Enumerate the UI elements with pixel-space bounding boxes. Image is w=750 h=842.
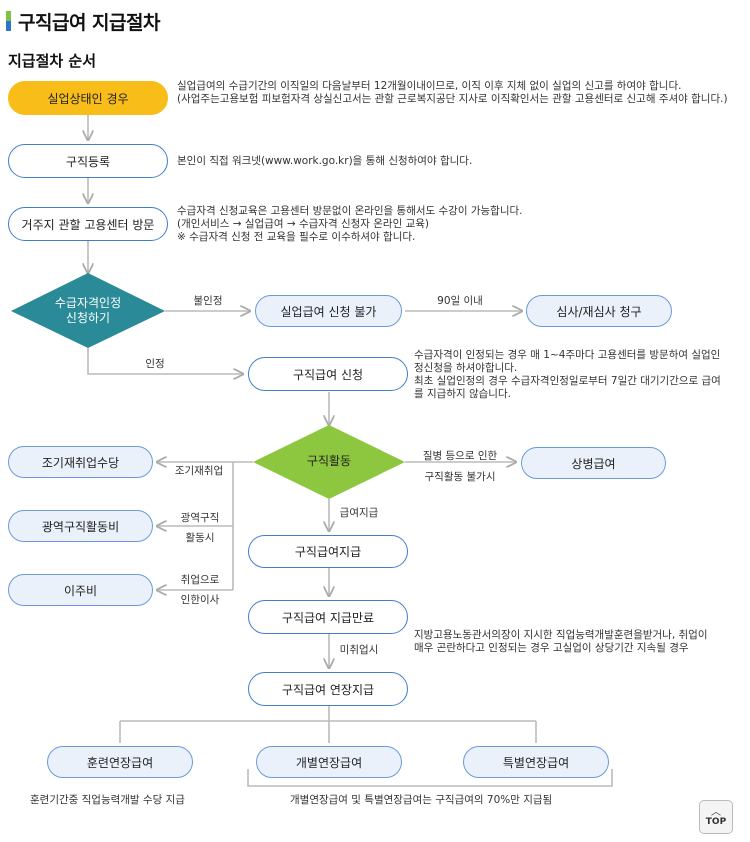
node-not-eligible[interactable]: 실업급여 신청 불가: [255, 295, 402, 327]
edge-label-relocation: 취업으로 인한이사: [180, 574, 220, 606]
edge-label-not-approved: 불인정: [193, 295, 223, 307]
edge-label-sickness: 질병 등으로 인한 구직활동 불가시: [422, 450, 498, 483]
edge-label-wide-area: 광역구직 활동시: [180, 512, 220, 544]
node-individual-ext[interactable]: 개별연장급여: [256, 746, 402, 778]
edge-label-approved: 인정: [145, 358, 165, 370]
page-title: 구직급여 지급절차: [18, 11, 160, 34]
node-payment-end[interactable]: 구직급여 지급만료: [248, 600, 408, 634]
edge-label-unemployed: 미취업시: [339, 644, 379, 656]
node-payment[interactable]: 구직급여지급: [248, 535, 408, 568]
desc-individual-special: 개별연장급여 및 특별연장급여는 구직급여의 70%만 지급됨: [290, 794, 553, 806]
edge-eligibility-apply: [87, 348, 243, 374]
diamond-jobsearch-label[interactable]: 구직활동: [306, 454, 352, 468]
diamond-eligibility-shape: [11, 273, 165, 348]
title-accent-bar: [6, 11, 11, 31]
node-register[interactable]: 구직등록: [8, 144, 168, 178]
node-extension[interactable]: 구직급여 연장지급: [248, 672, 408, 706]
node-apply[interactable]: 구직급여 신청: [248, 357, 408, 391]
edge-label-payment: 급여지급: [339, 507, 379, 519]
desc-visit-center: 수급자격 신청교육은 고용센터 방문없이 온라인을 통해서도 수강이 가능합니다…: [177, 205, 523, 243]
node-training-ext[interactable]: 훈련연장급여: [47, 746, 193, 778]
node-wide-area-job-search[interactable]: 광역구직활동비: [8, 510, 153, 542]
diamond-jobsearch-shape: [253, 425, 405, 499]
node-special-ext[interactable]: 특별연장급여: [463, 746, 609, 778]
desc-register: 본인이 직접 워크넷(www.work.go.kr)을 통해 신청하여야 합니다…: [177, 155, 473, 167]
node-relocation[interactable]: 이주비: [8, 574, 153, 606]
desc-apply: 수급자격이 인정되는 경우 매 1~4주마다 고용센터를 방문하여 실업인정신청…: [414, 349, 721, 400]
desc-unemployed: 실업급여의 수급기간의 이직일의 다음날부터 12개월이내이므로, 이직 이후 …: [177, 80, 728, 105]
top-button-label: TOP: [705, 816, 727, 827]
desc-training-ext: 훈련기간중 직업능력개발 수당 지급: [30, 794, 185, 806]
node-appeal[interactable]: 심사/재심사 청구: [526, 295, 672, 327]
desc-extension: 지방고용노동관서의장이 지시한 직업능력개발훈련을받거나, 취업이 매우 곤란하…: [414, 629, 708, 654]
node-unemployed[interactable]: 실업상태인 경우: [8, 81, 168, 115]
bracket-individual-special: [247, 769, 613, 787]
section-subtitle: 지급절차 순서: [8, 52, 97, 70]
scroll-top-button[interactable]: ︿ TOP: [699, 800, 733, 834]
node-sickness[interactable]: 상병급여: [521, 447, 666, 479]
page-title-wrap: 구직급여 지급절차: [6, 8, 160, 34]
chevron-up-icon: ︿: [711, 806, 721, 818]
edge-label-within-90: 90일 이내: [437, 295, 483, 307]
diamond-eligibility-label[interactable]: 수급자격인정 신청하기: [54, 296, 122, 325]
node-early-reemployment[interactable]: 조기재취업수당: [8, 446, 153, 478]
node-visit-center[interactable]: 거주지 관할 고용센터 방문: [8, 207, 168, 241]
edge-label-early-reemployment: 조기재취업: [174, 465, 224, 477]
